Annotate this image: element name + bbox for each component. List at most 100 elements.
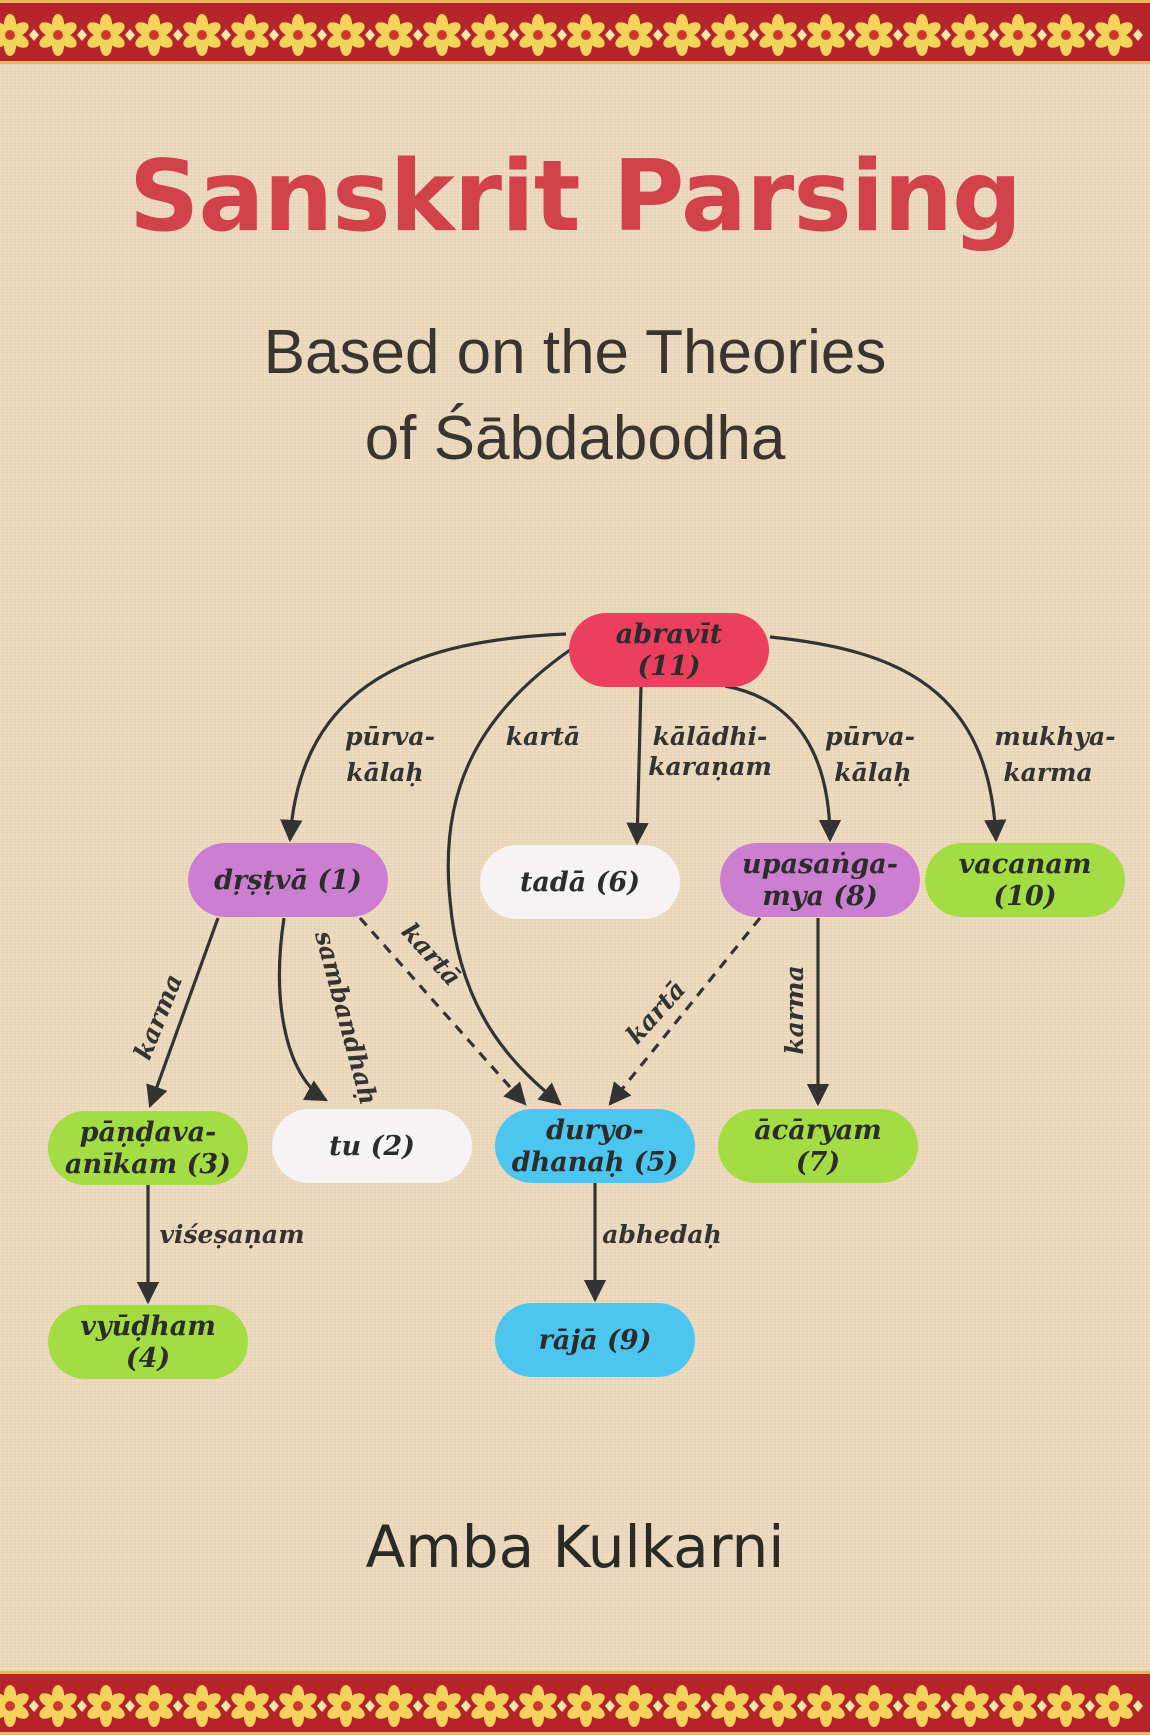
flower-ornament-icon <box>135 1685 173 1727</box>
node-pill <box>925 843 1125 917</box>
node-label: upasaṅga- <box>742 849 898 880</box>
flower-ornament-icon <box>711 14 749 56</box>
edge-arrow-drstva-to-pandava <box>146 917 220 1109</box>
flower-ornament-icon <box>951 14 989 56</box>
edge-label: karma <box>1003 758 1092 787</box>
diamond-ornament-icon <box>509 29 519 41</box>
flower-ornament-icon <box>1095 1685 1133 1727</box>
edge-label: abhedaḥ <box>602 1220 722 1249</box>
flower-ornament-icon <box>231 14 269 56</box>
node-drstva: dṛṣṭvā (1) <box>188 843 388 917</box>
book-subtitle: Based on the Theories of Śābdabodha <box>0 310 1150 481</box>
flower-ornament-icon <box>423 14 461 56</box>
flower-ornament-icon <box>183 1685 221 1727</box>
edge-label: viśeṣaṇam <box>159 1220 304 1249</box>
node-label: tadā (6) <box>520 867 640 898</box>
node-pill <box>48 1305 248 1379</box>
top-ornamental-border <box>0 0 1150 64</box>
edge-arrow-drstva-to-duryodhanah <box>358 916 527 1106</box>
flower-ornament-icon <box>135 14 173 56</box>
node-tada: tadā (6) <box>480 845 680 919</box>
flower-ornament-icon <box>903 14 941 56</box>
diamond-ornament-icon <box>797 1700 807 1712</box>
diamond-ornament-icon <box>1037 29 1047 41</box>
book-author: Amba Kulkarni <box>365 1513 785 1581</box>
node-label: mya (8) <box>762 881 878 912</box>
flower-ornament-icon <box>87 14 125 56</box>
subtitle-line-2: of Śābdabodha <box>364 403 786 473</box>
edge-label: pūrva- <box>825 722 915 751</box>
flower-ornament-icon <box>471 14 509 56</box>
node-upasangamya: upasaṅga-mya (8) <box>720 843 920 917</box>
node-acaryam: ācāryam(7) <box>718 1109 918 1183</box>
diamond-ornament-icon <box>893 29 903 41</box>
flower-ornament-icon <box>663 1685 701 1727</box>
edge-label: pūrva- <box>345 722 435 751</box>
flower-ornament-icon <box>327 14 365 56</box>
flower-ornament-icon <box>0 14 29 56</box>
edge-label: mukhya- <box>994 722 1115 751</box>
edge-label: kālaḥ <box>346 758 423 787</box>
diamond-ornament-icon <box>845 29 855 41</box>
diamond-ornament-icon <box>269 1700 279 1712</box>
node-label: (7) <box>796 1147 840 1178</box>
edge-label: sambandhaḥ <box>309 927 384 1108</box>
book-title: Sanskrit Parsing <box>128 140 1022 254</box>
edge-label: kartā <box>620 975 691 1050</box>
diamond-ornament-icon <box>1133 29 1143 41</box>
flower-ornament-icon <box>807 1685 845 1727</box>
edge-label: kartā <box>506 722 580 751</box>
flower-ornament-icon <box>519 14 557 56</box>
diamond-ornament-icon <box>173 1700 183 1712</box>
node-label: rājā (9) <box>539 1325 652 1356</box>
node-label: dṛṣṭvā (1) <box>214 865 362 896</box>
node-pill <box>720 843 920 917</box>
diamond-ornament-icon <box>557 29 567 41</box>
flower-ornament-icon <box>759 1685 797 1727</box>
diamond-ornament-icon <box>365 1700 375 1712</box>
flower-ornament-icon <box>567 14 605 56</box>
diamond-ornament-icon <box>749 1700 759 1712</box>
flower-ornament-icon <box>855 1685 893 1727</box>
node-vyudham: vyūḍham(4) <box>48 1305 248 1379</box>
flower-ornament-icon <box>807 14 845 56</box>
top-border-flowers <box>0 14 1143 56</box>
node-label: dhanaḥ (5) <box>512 1147 679 1178</box>
diamond-ornament-icon <box>1133 1700 1143 1712</box>
edge-arrow-upasangamya-to-duryodhanah <box>608 916 762 1106</box>
flower-ornament-icon <box>855 14 893 56</box>
flower-ornament-icon <box>39 14 77 56</box>
flower-ornament-icon <box>0 1685 29 1727</box>
flower-ornament-icon <box>279 14 317 56</box>
diamond-ornament-icon <box>29 1700 39 1712</box>
edge-label: karma <box>780 965 809 1054</box>
diamond-ornament-icon <box>125 1700 135 1712</box>
flower-ornament-icon <box>1047 14 1085 56</box>
node-pill <box>495 1303 695 1377</box>
node-label: vacanam <box>959 849 1092 880</box>
node-label: anīkam (3) <box>65 1149 231 1180</box>
flower-ornament-icon <box>615 1685 653 1727</box>
node-label: vyūḍham <box>80 1311 216 1342</box>
bottom-border-flowers <box>0 1685 1143 1727</box>
diamond-ornament-icon <box>461 29 471 41</box>
diamond-ornament-icon <box>557 1700 567 1712</box>
node-label: tu (2) <box>329 1131 415 1162</box>
edge-label: karma <box>128 970 188 1064</box>
diamond-ornament-icon <box>797 29 807 41</box>
diamond-ornament-icon <box>1085 1700 1095 1712</box>
diamond-ornament-icon <box>269 29 279 41</box>
flower-ornament-icon <box>423 1685 461 1727</box>
diamond-ornament-icon <box>413 29 423 41</box>
edge-arrow-abravit-to-vacanam <box>769 635 1007 843</box>
flower-ornament-icon <box>615 14 653 56</box>
flower-ornament-icon <box>519 1685 557 1727</box>
flower-ornament-icon <box>903 1685 941 1727</box>
flower-ornament-icon <box>279 1685 317 1727</box>
diamond-ornament-icon <box>1085 29 1095 41</box>
flower-ornament-icon <box>183 14 221 56</box>
node-pill <box>495 1109 695 1183</box>
diamond-ornament-icon <box>173 29 183 41</box>
diamond-ornament-icon <box>317 1700 327 1712</box>
